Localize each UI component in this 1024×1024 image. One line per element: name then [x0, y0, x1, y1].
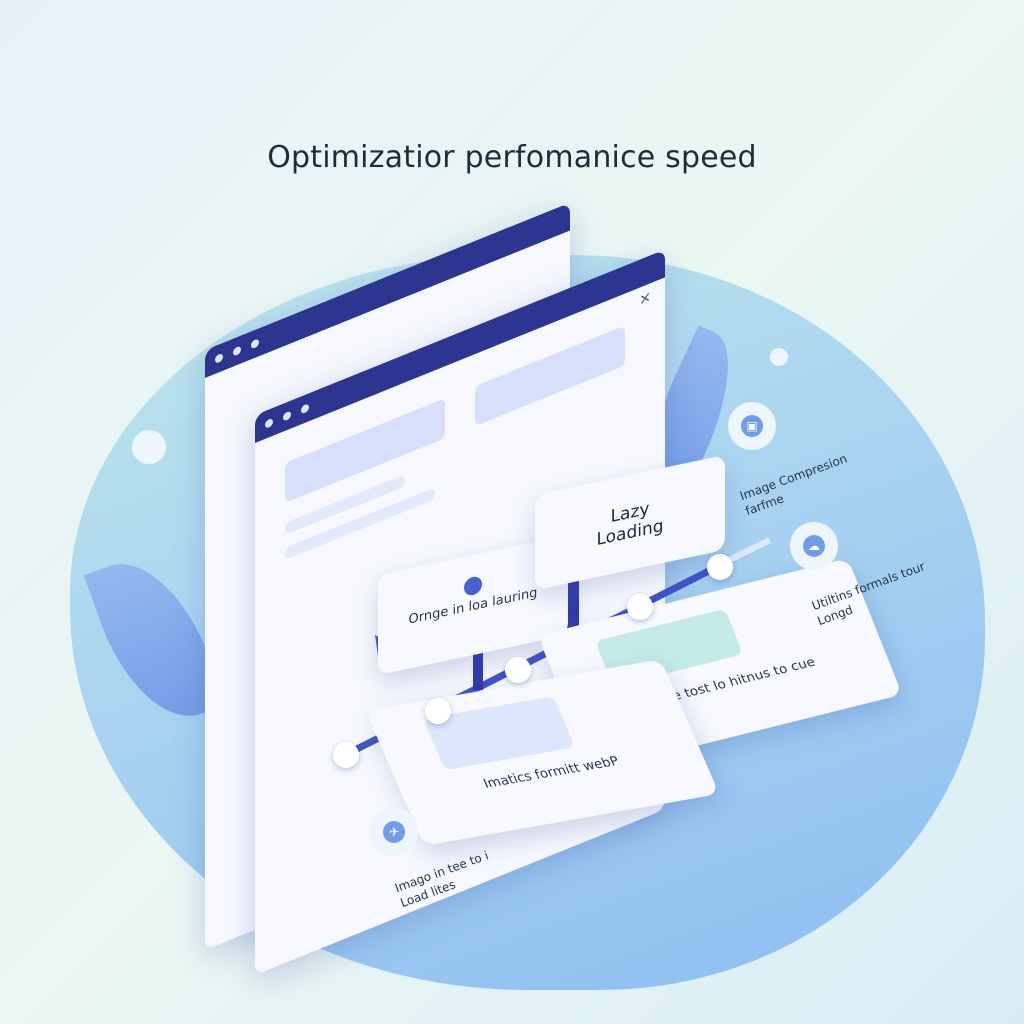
timeline-node[interactable] [627, 594, 653, 620]
card-lazy-text: Lazy Loading [596, 498, 664, 551]
decor-dot [132, 430, 166, 464]
timeline-node[interactable] [333, 742, 359, 768]
timeline-node[interactable] [707, 554, 733, 580]
decor-dot [770, 348, 788, 366]
cloud-icon: ☁ [790, 522, 838, 570]
timeline-node[interactable] [505, 657, 531, 683]
lock-icon: ▣ [728, 402, 776, 450]
timeline-node[interactable] [425, 698, 451, 724]
page-title: Optimizatior perfomanice speed [267, 140, 757, 175]
image-icon: ✈ [370, 808, 418, 856]
